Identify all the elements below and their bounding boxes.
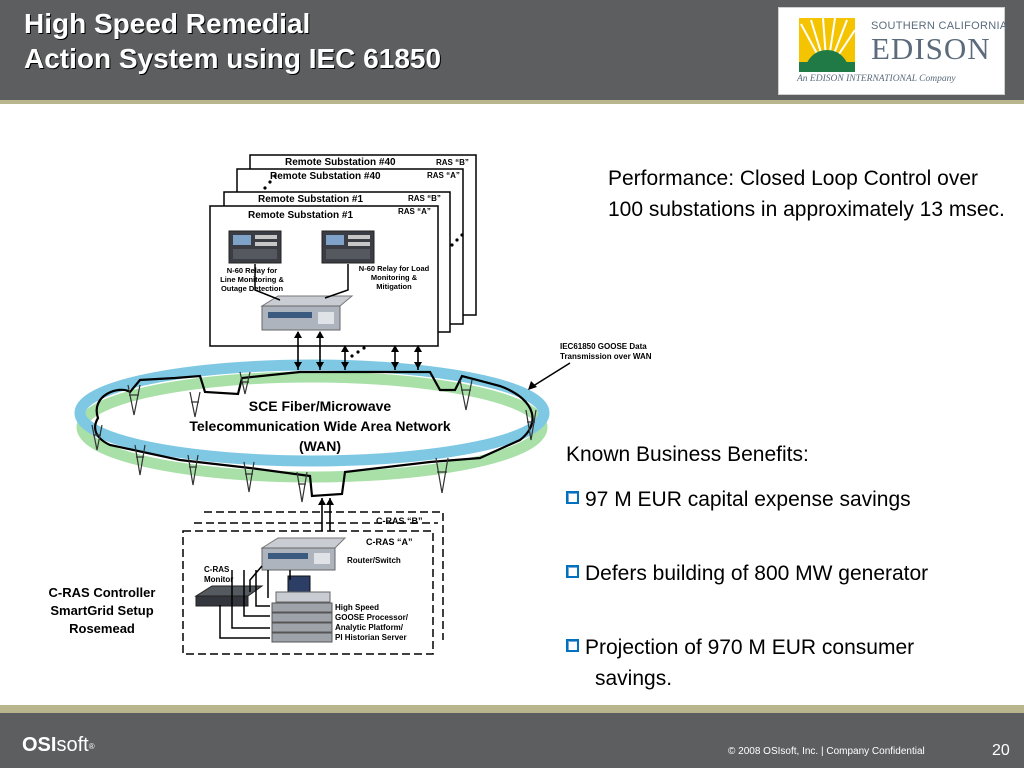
relay-2-caption-l3: Mitigation: [376, 282, 412, 291]
remote-label-back-2: Remote Substation #40: [285, 157, 396, 168]
brand-light: soft: [56, 734, 89, 756]
controller-label-line-2: SmartGrid Setup: [50, 603, 153, 618]
logo-line-3: An EDISON INTERNATIONAL Company: [797, 74, 956, 84]
wan-label-line-1: SCE Fiber/Microwave: [249, 398, 392, 414]
ras-a-label-front: RAS “A”: [398, 207, 431, 216]
router-label: Router/Switch: [347, 556, 401, 565]
page-title: High Speed Remedial Action System using …: [24, 6, 441, 76]
edison-logo: SOUTHERN CALIFORNIA EDISON An EDISON INT…: [778, 7, 1008, 95]
title-line-2: Action System using IEC 61850: [24, 43, 442, 74]
relay-icon: [228, 230, 282, 264]
uplink-arrows: [294, 331, 422, 369]
brand-registered: ®: [88, 742, 95, 751]
server-icon: [271, 575, 333, 643]
title-line-1: High Speed Remedial: [24, 8, 311, 39]
controller-links: [219, 565, 291, 639]
cras-a-label: C-RAS “A”: [366, 537, 413, 547]
goose-pointer-head: [528, 381, 537, 390]
relay-links: [254, 264, 349, 301]
controller-label-line-1: C-RAS Controller: [49, 585, 156, 600]
router-icon: [260, 295, 354, 331]
sun-logo-icon: [799, 18, 855, 72]
relay-icon: [321, 230, 375, 264]
ras-a-label-back: RAS “A”: [427, 171, 460, 180]
osisoft-logo: OSIsoft®: [22, 734, 95, 757]
relay-1-caption-l3: Outage Detection: [221, 284, 284, 293]
goose-note-line-2: Transmission over WAN: [560, 352, 652, 361]
benefit-1-text: 97 M EUR capital expense savings: [585, 488, 911, 511]
network-diagram: Remote Substation #40 RAS “B” Remote Sub…: [49, 154, 652, 655]
performance-text: Performance: Closed Loop Control over 10…: [608, 167, 1005, 221]
ras-b-label-back: RAS “B”: [436, 158, 469, 167]
processor-label-line-2: GOOSE Processor/: [335, 613, 409, 622]
goose-note-line-1: IEC61850 GOOSE Data: [560, 342, 647, 351]
logo-line-1: SOUTHERN CALIFORNIA: [871, 20, 1008, 32]
cras-b-label: C-RAS “B”: [376, 516, 423, 526]
footer-bar: [0, 713, 1024, 768]
page-number: 20: [992, 742, 1010, 759]
copyright-text: © 2008 OSIsoft, Inc. | Company Confident…: [728, 746, 925, 757]
stack-dots: [263, 174, 464, 358]
controller-label-line-3: Rosemead: [69, 621, 135, 636]
relay-1-caption-l1: N-60 Relay for: [227, 266, 278, 275]
tower-icon: [91, 371, 537, 503]
relay-1-caption-l2: Line Monitoring &: [220, 275, 284, 284]
benefit-3-text-line-2: savings.: [595, 667, 673, 690]
goose-pointer: [529, 362, 571, 389]
processor-label-line-1: High Speed: [335, 603, 379, 612]
benefit-3-text-line-1: Projection of 970 M EUR consumer: [585, 636, 915, 659]
remote-label-front-2: Remote Substation #1: [258, 194, 363, 205]
monitor-icon: [194, 585, 264, 607]
relay-2-caption-l2: Monitoring &: [371, 273, 418, 282]
checkbox-bullet-icon: [566, 565, 579, 578]
checkbox-bullet-icon: [566, 491, 579, 504]
footer-divider: [0, 705, 1024, 713]
remote-label-front-1: Remote Substation #1: [248, 210, 353, 221]
header-divider: [0, 100, 1024, 104]
processor-label-line-3: Analytic Platform/: [335, 623, 404, 632]
brand-bold: OSI: [22, 734, 57, 756]
ras-b-label-front: RAS “B”: [408, 194, 441, 203]
benefit-item-2: Defers building of 800 MW generator: [566, 558, 1021, 589]
cras-page-b: [204, 511, 444, 640]
wan-ring-blue: [74, 359, 550, 467]
processor-label-line-4: PI Historian Server: [335, 633, 407, 642]
benefits-heading: Known Business Benefits:: [566, 443, 809, 466]
benefit-item-3: Projection of 970 M EUR consumer savings…: [566, 632, 1021, 694]
wan-link: [94, 370, 534, 498]
monitor-label-line-2: Monitor: [204, 575, 233, 584]
monitor-label-line-1: C-RAS: [204, 565, 230, 574]
relay-2-caption-l1: N-60 Relay for Load: [359, 264, 430, 273]
remote-label-back-1: Remote Substation #40: [270, 171, 381, 182]
benefit-item-1: 97 M EUR capital expense savings: [566, 484, 1021, 515]
checkbox-bullet-icon: [566, 639, 579, 652]
router-icon: [260, 537, 347, 571]
wan-label-line-3: (WAN): [299, 438, 341, 454]
wan-label-line-2: Telecommunication Wide Area Network: [189, 418, 450, 434]
logo-line-2: EDISON: [871, 31, 991, 66]
benefit-2-text: Defers building of 800 MW generator: [585, 562, 929, 585]
